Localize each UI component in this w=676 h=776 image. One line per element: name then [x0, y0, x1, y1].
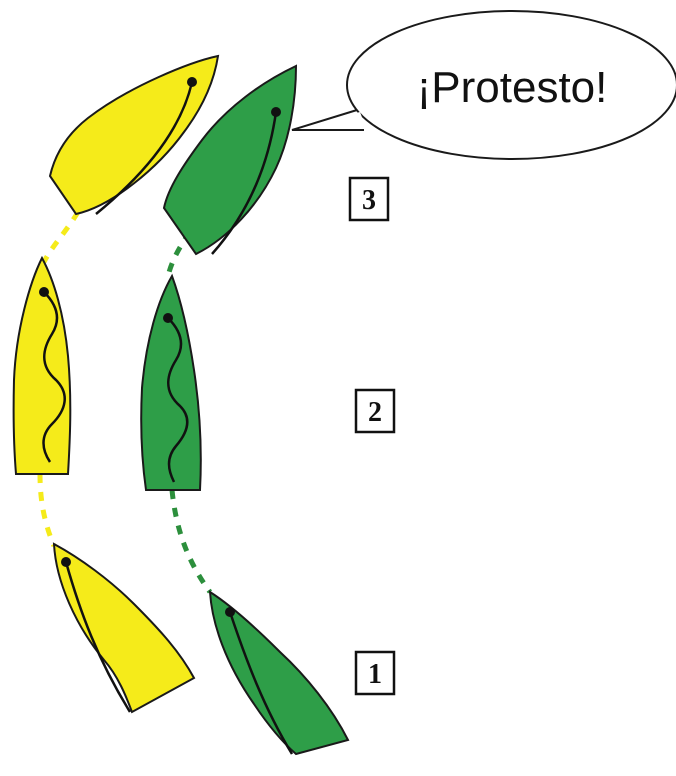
yellow-track-lower: [37, 473, 57, 547]
step-number-2: 2: [368, 397, 382, 428]
yellow-boat-position-2: [12, 255, 72, 475]
step-box-1: 1: [354, 650, 396, 696]
green-boat-position-3: [162, 64, 298, 256]
yellow-boat-position-3: [48, 54, 220, 216]
green-boat-position-1: [208, 590, 350, 756]
yellow-boat-position-1: [52, 542, 196, 714]
step-box-3: 3: [348, 176, 390, 222]
green-boat-position-2: [140, 273, 202, 491]
speech-bubble-text: ¡Protesto!: [417, 63, 608, 112]
green-track-lower: [169, 489, 213, 594]
yellow-track-upper: [41, 210, 81, 264]
speech-bubble: ¡Protesto!: [291, 10, 676, 160]
step-number-1: 1: [368, 659, 382, 690]
step-number-3: 3: [362, 185, 376, 216]
step-box-2: 2: [354, 388, 396, 434]
